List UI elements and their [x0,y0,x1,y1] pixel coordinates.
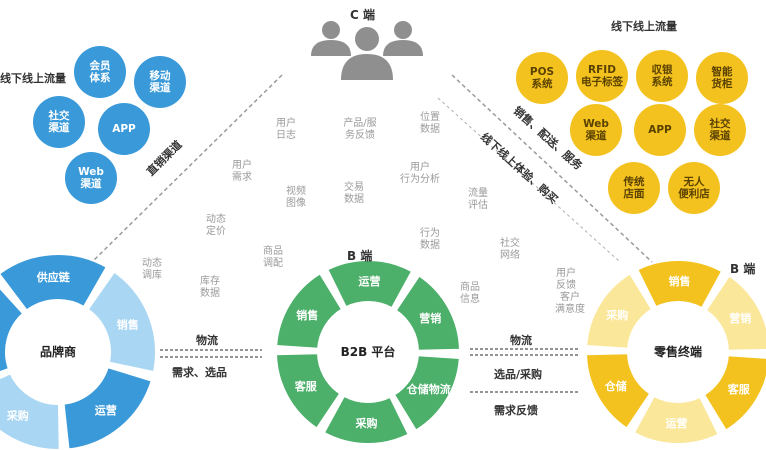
ring-segment [636,259,724,310]
ring-segment-label: 运营 [358,274,380,288]
mid-ring-title: B 端 [347,249,373,263]
right-dashed-edge [451,74,653,263]
ring-segment-label: 仓储物流 [406,382,451,396]
cloud-word: 动态 定价 [206,214,226,237]
cloud-word: 用户 行为分析 [400,162,440,185]
c-end-title: C 端 [350,8,375,22]
ring-segment-label: 客服 [294,379,318,393]
ring-segment-label: 采购 [6,408,29,422]
ring-segment [0,371,61,450]
ring-segment-label: 销售 [117,317,139,331]
ring-segment-label: 供应链 [36,270,71,284]
ring-hub [632,306,724,398]
right-bubble-rfid: RFID 电子标签 [576,50,628,102]
ring-segment [275,272,344,350]
cloud-word: 位置 数据 [420,112,440,135]
left-ring: 供应链销售运营采购营销品牌商 [0,253,157,450]
ring-segment-label: 客服 [727,382,751,396]
ring-segment [86,270,157,374]
cloud-word: 社交 网络 [500,238,520,261]
right-bubble-store: 传统 店面 [608,162,660,214]
cloud-word: 交易 数据 [344,182,364,205]
ring-segment [704,274,766,352]
cloud-word: 商品 调配 [263,246,283,269]
left-bubble-web: Web 渠道 [65,152,117,204]
left-flow-top: 物流 [196,334,218,347]
left-bubble-app: APP [98,103,150,155]
right-inner-dashed-edge [437,97,621,263]
ring-segment [585,272,654,350]
right-bubble-social: 社交 渠道 [694,104,746,156]
cloud-word: 客户 满意度 [555,292,585,315]
cloud-word: 用户 日志 [276,118,296,141]
ring-segment [0,286,25,374]
cloud-word: 动态 调库 [142,258,162,281]
left-dashed-edge [91,74,283,263]
ring-hub [10,304,106,400]
right-flow-lines [470,348,580,393]
cloud-word: 库存 数据 [200,276,220,299]
ring-segment [322,394,410,445]
right-flow-bottom: 需求反馈 [494,404,538,417]
ring-center-label: 品牌商 [40,344,76,359]
right-bubble-smart-cabinet: 智能 货柜 [696,52,748,104]
right-flow-top: 物流 [510,334,532,347]
ring-segment-label: 销售 [668,274,690,288]
left-bubble-mobile: 移动 渠道 [134,56,186,108]
ring-segment-label: 运营 [95,403,117,417]
ring-segment [62,365,153,450]
cloud-word: 行为 数据 [420,228,440,251]
cloud-word: 流量 评估 [468,188,488,211]
right-flow-middle: 选品/采购 [494,368,543,381]
left-flow-lines [160,349,262,358]
ring-segment [702,354,766,432]
left-offline-title: 线下线上流量 [0,72,66,85]
left-bubble-social: 社交 渠道 [33,96,85,148]
left-bubble-member: 会员 体系 [74,46,126,98]
ring-segment-label: 销售 [296,308,318,322]
ring-hub [322,306,414,398]
cloud-word: 用户 需求 [232,160,252,183]
cloud-word: 商品 信息 [460,282,480,305]
ring-segment-label: 采购 [605,308,628,322]
right-bubble-unmanned: 无人 便利店 [668,162,720,214]
ring-segment [394,274,461,352]
ring-segment [632,394,720,445]
right-bubble-app: APP [634,104,686,156]
ring-segment-label: 营销 [419,311,441,325]
right-offline-title: 线下线上流量 [611,20,677,33]
right-bubble-web: Web 渠道 [570,104,622,156]
ring-center-label: B2B 平台 [341,344,396,359]
ring-segment [275,352,342,430]
users-icon [311,21,423,80]
ring-segment-label: 营销 [729,311,751,325]
cloud-word: 用户 反馈 [556,268,576,291]
ring-segment-label: 仓储 [604,379,627,393]
ring-segment-label: 运营 [666,416,688,430]
ring-center-label: 零售终端 [653,344,702,359]
ring-segment-label: 采购 [355,416,378,430]
cloud-word: 产品/服 务反馈 [343,118,377,141]
ring-segment [585,352,652,430]
cloud-word: 视频 图像 [286,186,306,209]
right-bubble-cashier: 収银 系统 [636,50,688,102]
ring-segment [0,253,109,312]
ring-segment [326,259,414,310]
ring-segment [392,354,461,432]
right-ring-title: B 端 [730,262,756,276]
left-flow-bottom: 需求、选品 [172,366,227,379]
right-bubble-pos: POS 系统 [516,52,568,104]
